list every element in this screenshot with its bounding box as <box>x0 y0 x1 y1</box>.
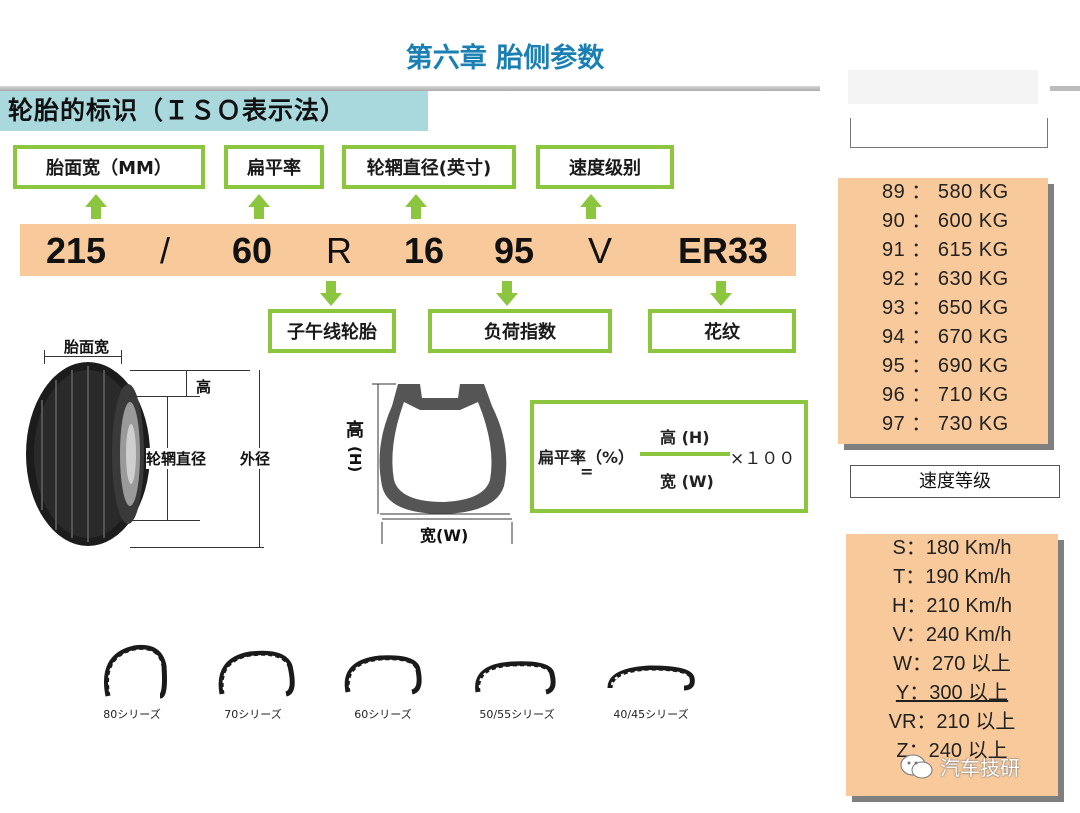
speed-row: V：240 Km/h <box>892 624 1012 646</box>
dim-line <box>186 370 187 396</box>
formula-denominator: 宽 (W) <box>660 472 714 491</box>
arrow-down-icon <box>320 281 342 307</box>
label-speed-rating: 速度级别 <box>536 145 674 189</box>
speed-rating-title: 速度等级 <box>850 465 1060 498</box>
profile-label: 40/45シリーズ <box>613 708 689 721</box>
load-row: 96 ： 710 KG <box>882 384 1009 406</box>
load-row: 90 ： 600 KG <box>882 210 1009 232</box>
wechat-icon <box>900 754 933 778</box>
formula-equals: = <box>580 462 594 481</box>
cs-height-label: 高 <box>346 420 364 441</box>
load-row: 94 ： 670 KG <box>882 326 1009 348</box>
code-construction: R <box>326 230 352 271</box>
dim-line <box>44 350 45 364</box>
tire-profiles-image <box>104 644 695 699</box>
code-width: 215 <box>46 230 107 271</box>
formula-lhs: 扁平率（%） <box>538 448 635 467</box>
dim-line <box>130 520 200 521</box>
dim-height-label: 高 <box>196 378 212 396</box>
load-row: 95 ： 690 KG <box>882 355 1009 377</box>
arrow-down-icon <box>496 281 518 307</box>
dim-rim-diameter-label: 轮辋直径 <box>146 448 207 469</box>
speed-row: VR：210 以上 <box>888 711 1016 733</box>
speed-row: Z：240 以上 <box>896 740 1008 762</box>
speed-row: S：180 Km/h <box>892 537 1012 559</box>
dim-outer-diameter-label: 外径 <box>240 448 271 469</box>
code-slash: / <box>160 230 171 271</box>
profile-label: 50/55シリーズ <box>479 708 555 721</box>
header-rule-right <box>1050 86 1080 91</box>
dim-line <box>130 370 250 371</box>
profile-label: 60シリーズ <box>354 708 412 721</box>
arrow-up-icon <box>85 194 107 220</box>
dim-tread-width-label: 胎面宽 <box>64 338 110 356</box>
arrow-up-icon <box>580 194 602 220</box>
label-pattern: 花纹 <box>648 309 796 353</box>
arrow-up-icon <box>405 194 427 220</box>
watermark-text: 汽车技研 <box>940 756 1020 780</box>
dim-line <box>44 356 122 357</box>
speed-row: W：270 以上 <box>893 653 1011 675</box>
tire-side-image <box>26 362 150 546</box>
aspect-ratio-formula <box>530 400 808 513</box>
profile-label: 80シリーズ <box>103 708 161 721</box>
load-row: 91 ： 615 KG <box>882 239 1009 261</box>
dim-line <box>121 350 122 364</box>
section-title: 轮胎的标识（ＩＳＯ表示法） <box>0 91 428 131</box>
label-aspect-ratio: 扁平率 <box>224 145 324 189</box>
faded-header-band <box>848 70 1038 104</box>
dim-line <box>130 547 264 548</box>
code-speed: V <box>588 230 613 271</box>
label-load-index: 负荷指数 <box>428 309 612 353</box>
chapter-title: 第六章 胎侧参数 <box>405 43 605 74</box>
speed-row-text: Y：300 以上 <box>895 682 1009 704</box>
speed-row: Y：300 以上 <box>846 679 1058 708</box>
watermark: 汽车技研 <box>900 752 1020 781</box>
load-row: 89 ： 580 KG <box>882 181 1009 203</box>
load-row: 93 ： 650 KG <box>882 297 1009 319</box>
formula-multiplier: ×１００ <box>730 449 796 469</box>
load-row: 92 ： 630 KG <box>882 268 1009 290</box>
faded-title-box <box>850 118 1048 148</box>
formula-fraction-bar <box>640 452 730 456</box>
code-load: 95 <box>494 230 535 271</box>
label-rim-diameter: 轮辋直径(英寸) <box>342 145 516 189</box>
label-radial: 子午线轮胎 <box>268 309 396 353</box>
speed-rating-table: S：180 Km/h T：190 Km/h H：210 Km/h V：240 K… <box>846 534 1058 796</box>
label-tread-width: 胎面宽（MM） <box>13 145 205 189</box>
arrow-down-icon <box>710 281 732 307</box>
profile-label: 70シリーズ <box>224 708 282 721</box>
tire-cross-section-image <box>372 383 513 544</box>
code-rim: 16 <box>404 230 445 271</box>
load-index-table: 89 ： 580 KG 90 ： 600 KG 91 ： 615 KG 92 ：… <box>838 178 1048 444</box>
cs-height-unit-label: (H) <box>346 446 364 473</box>
arrow-up-icon <box>248 194 270 220</box>
speed-row: T：190 Km/h <box>893 566 1011 588</box>
load-row: 97 ： 730 KG <box>882 413 1009 435</box>
tire-code-band <box>20 224 796 276</box>
speed-row: H：210 Km/h <box>891 595 1013 617</box>
formula-numerator: 高 (H) <box>660 428 710 447</box>
dim-line <box>130 396 200 397</box>
cs-width-label: 宽(W) <box>420 526 469 545</box>
code-aspect: 60 <box>232 230 273 271</box>
header-rule <box>0 86 820 91</box>
code-pattern: ER33 <box>678 230 769 271</box>
